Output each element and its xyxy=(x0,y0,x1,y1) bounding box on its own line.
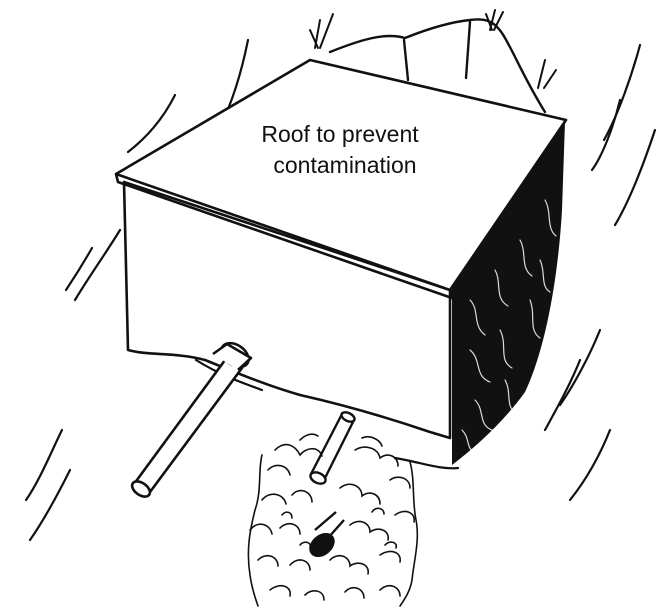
roof-label-line2: contamination xyxy=(273,152,416,178)
inlet-pipe xyxy=(129,338,253,499)
roof-label-line1: Roof to prevent xyxy=(261,121,419,147)
drain-outlet xyxy=(306,512,344,560)
overflow-pipe xyxy=(309,410,356,485)
